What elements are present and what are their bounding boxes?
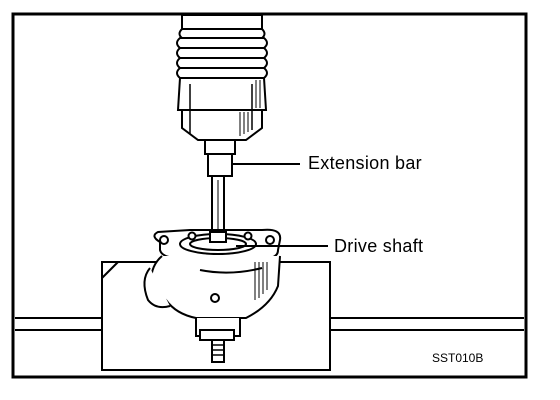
drive-shaft-label: Drive shaft bbox=[334, 236, 424, 256]
figure-border bbox=[11, 12, 528, 379]
extension-bar-label: Extension bar bbox=[308, 153, 422, 173]
figure-code: SST010B bbox=[432, 351, 484, 365]
pump-housing-icon bbox=[143, 228, 282, 341]
impact-wrench-icon bbox=[176, 14, 268, 177]
drive-shaft-icon bbox=[209, 231, 227, 363]
extension-bar-icon bbox=[211, 175, 225, 233]
workbench bbox=[15, 317, 524, 331]
